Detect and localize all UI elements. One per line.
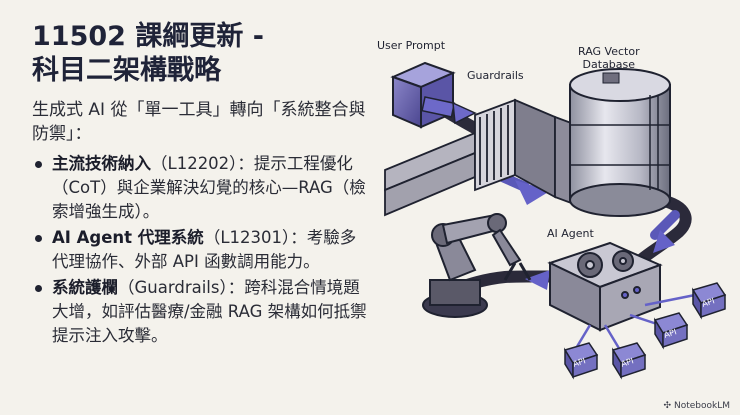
notebooklm-watermark: ✣ NotebookLM	[664, 401, 730, 411]
footer-brand: NotebookLM	[673, 401, 730, 411]
intro-text: 生成式 AI 從「單一工具」轉向「系統整合與防禦」：	[32, 100, 366, 144]
bullet-body: （L12301）：考驗多代理協作、外部 API 函數調用能力。	[52, 228, 357, 271]
slide-title: 11502 課綱更新 - 科目二架構戰略	[32, 20, 372, 88]
bullet-head: AI Agent 代理系統	[52, 228, 204, 247]
label-ai-agent: AI Agent	[547, 227, 594, 240]
label-rag-line-1: RAG Vector	[578, 45, 640, 58]
ai-agent-engine	[547, 241, 663, 332]
bullet-item: 主流技術納入（L12202）：提示工程優化（CoT）與企業解決幻覺的核心—RAG…	[32, 152, 372, 224]
bullet-dot-icon	[35, 161, 42, 168]
user-prompt-box	[390, 61, 477, 129]
bullet-dot-icon	[35, 285, 42, 292]
architecture-drawing	[384, 61, 727, 380]
api-blocks	[563, 282, 727, 380]
label-rag-line-2: Database	[582, 58, 636, 71]
title-line-1: 11502 課綱更新 -	[32, 21, 264, 52]
bullet-head: 主流技術納入	[52, 154, 151, 173]
bullet-body: （L12202）：提示工程優化（CoT）與企業解決幻覺的核心—RAG（檢索增強生…	[52, 154, 366, 221]
bullet-list: 主流技術納入（L12202）：提示工程優化（CoT）與企業解決幻覺的核心—RAG…	[32, 152, 372, 348]
bullet-head: 系統護欄	[52, 278, 118, 297]
label-rag-database: RAG Vector Database	[578, 45, 640, 71]
label-guardrails: Guardrails	[467, 69, 524, 82]
text-panel: 11502 課綱更新 - 科目二架構戰略 生成式 AI 從「單一工具」轉向「系統…	[32, 20, 372, 350]
rag-database-tank	[569, 68, 671, 217]
robot-arm	[422, 213, 532, 318]
bullet-item: 系統護欄（Guardrails）：跨科混合情境題大增，如評估醫療/金融 RAG …	[32, 276, 372, 348]
label-user-prompt: User Prompt	[377, 39, 446, 52]
notebooklm-logo-icon: ✣	[663, 401, 672, 411]
flow-arrows	[515, 180, 675, 290]
bullet-dot-icon	[35, 235, 42, 242]
bullet-item: AI Agent 代理系統（L12301）：考驗多代理協作、外部 API 函數調…	[32, 226, 372, 274]
bullet-body: （Guardrails）：跨科混合情境題大增，如評估醫療/金融 RAG 架構如何…	[52, 278, 367, 345]
title-line-2: 科目二架構戰略	[32, 55, 221, 86]
architecture-illustration: User Prompt Guardrails RAG Vector Databa…	[375, 25, 735, 395]
